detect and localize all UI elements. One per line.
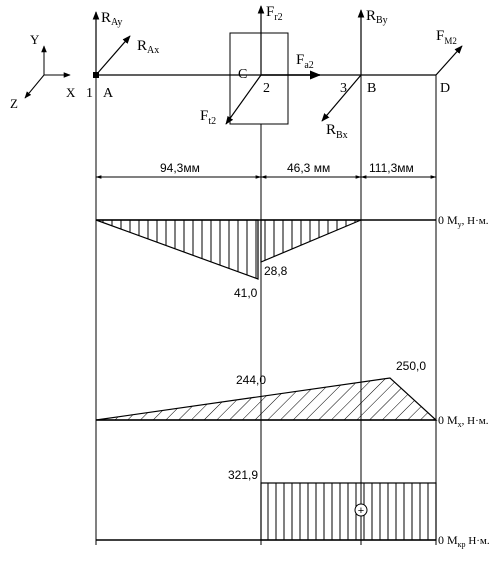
force-rby-label: RBy bbox=[366, 8, 388, 26]
mx-value-2: 250,0 bbox=[396, 359, 426, 373]
point-2-label: 2 bbox=[263, 81, 270, 96]
dimension-line: 94,3мм 46,3 мм 111,3мм bbox=[95, 161, 437, 179]
moment-my-diagram: 41,0 28,8 0 My, Н·м. bbox=[95, 213, 489, 300]
my-hatch-right bbox=[260, 219, 362, 263]
force-rax-arrow bbox=[95, 35, 131, 76]
force-arrows bbox=[92, 5, 463, 125]
plus-sign-circle bbox=[354, 503, 368, 517]
section-lines bbox=[95, 75, 437, 545]
point-1-label: 1 bbox=[86, 86, 93, 101]
my-value-1: 41,0 bbox=[234, 286, 258, 300]
force-rax-label: RAx bbox=[137, 38, 159, 56]
my-value-2: 28,8 bbox=[264, 264, 288, 278]
axis-y-label: Y bbox=[30, 32, 40, 47]
axis-z-label: Z bbox=[10, 96, 18, 111]
point-d-label: D bbox=[440, 81, 450, 96]
mx-value-1: 244,0 bbox=[236, 373, 266, 387]
force-fr2-label: Fr2 bbox=[266, 4, 283, 23]
force-fa2-label: Fa2 bbox=[296, 52, 314, 71]
mkr-value: 321,9 bbox=[228, 468, 258, 482]
force-ft2-arrow bbox=[225, 74, 262, 125]
force-fm2-label: FM2 bbox=[436, 28, 457, 46]
force-fm2-arrow bbox=[435, 45, 463, 76]
dimension-3: 111,3мм bbox=[369, 161, 414, 175]
torque-mkr-diagram: + 321,9 0 Mкр Н·м. bbox=[96, 468, 490, 549]
point-3-label: 3 bbox=[340, 81, 347, 96]
mkr-hatch bbox=[260, 482, 437, 541]
gear-box bbox=[229, 32, 289, 125]
force-ft2-label: Ft2 bbox=[200, 108, 216, 127]
mkr-sign: + bbox=[358, 505, 364, 517]
point-a-label: A bbox=[103, 86, 114, 101]
force-rbx-label: RBx bbox=[326, 122, 348, 141]
mx-axis-label: 0 Mx, Н·м. bbox=[438, 413, 489, 429]
point-b-label: B bbox=[367, 81, 376, 96]
my-hatch-left bbox=[95, 219, 259, 280]
coordinate-axes: Y X Z bbox=[10, 32, 76, 111]
force-ray-label: RAy bbox=[101, 10, 122, 28]
my-axis-label: 0 My, Н·м. bbox=[438, 213, 489, 229]
mkr-axis-label: 0 Mкр Н·м. bbox=[438, 533, 490, 549]
axis-x-label: X bbox=[66, 85, 76, 100]
point-c-label: C bbox=[238, 67, 247, 82]
dimension-1: 94,3мм bbox=[160, 161, 200, 175]
dimension-2: 46,3 мм bbox=[287, 161, 330, 175]
moment-mx-diagram: 244,0 250,0 0 Mx, Н·м. bbox=[95, 359, 489, 429]
force-rbx-arrow bbox=[321, 74, 362, 122]
